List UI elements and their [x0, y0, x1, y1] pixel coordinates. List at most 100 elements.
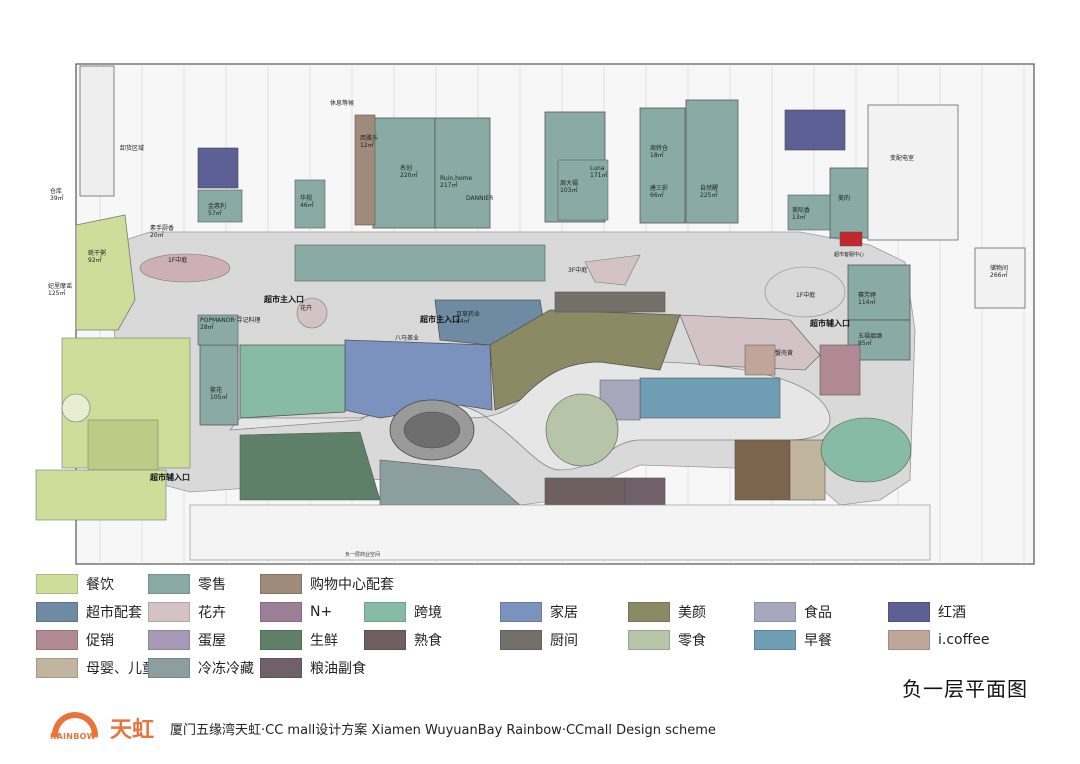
- legend-label: 食品: [804, 605, 832, 621]
- room-label: 五福烟酒: [858, 332, 882, 340]
- label-atrium-2: 3F中庭: [568, 266, 587, 274]
- logo-brand-cn: 天虹: [110, 718, 155, 743]
- room-label: 名创: [400, 164, 412, 172]
- kiosks-atrium: [294, 244, 546, 282]
- room-label: 华视: [300, 194, 312, 202]
- legend-label: N+: [310, 604, 333, 620]
- zone-promo: [819, 344, 861, 396]
- zone-fresh: [239, 431, 381, 501]
- legend-item: 购物中心配套: [260, 574, 394, 594]
- legend-item: 蛋屋: [148, 630, 226, 650]
- legend-item: 促销: [36, 630, 114, 650]
- legend-label: 跨境: [414, 605, 442, 621]
- legend-label: 家居: [550, 605, 578, 621]
- shop-meide: [829, 167, 871, 239]
- room-area: 46㎡: [300, 201, 314, 209]
- footer-description: 厦门五缘湾天虹·CC mall设计方案 Xiamen WuyuanBay Rai…: [170, 722, 716, 738]
- legend-item: 跨境: [364, 602, 442, 622]
- legend-label: 早餐: [804, 633, 832, 649]
- zone-food-2: [87, 419, 159, 471]
- room-area: 66㎡: [650, 191, 664, 199]
- room-label: 自然醒: [700, 184, 718, 192]
- zone-specialty: [734, 439, 791, 501]
- legend-item: 粮油副食: [260, 658, 366, 678]
- room-label: 蚝干粥: [88, 249, 106, 257]
- legend-label: 零食: [678, 633, 706, 649]
- legend-label: 购物中心配套: [310, 577, 394, 593]
- room-label: 周转仓: [650, 144, 668, 152]
- room-label: 繁花: [210, 386, 222, 394]
- legend-label: 厨间: [550, 633, 578, 649]
- shop-tangsancai: [639, 107, 686, 224]
- shop-luna: [557, 159, 609, 221]
- room-area: 103㎡: [560, 186, 577, 194]
- legend-item: 熟食: [364, 630, 442, 650]
- room-area: 18㎡: [650, 151, 664, 159]
- label-atrium-3: 1F中庭: [796, 291, 815, 299]
- zone-beauty: [489, 309, 681, 411]
- legend-swatch: [364, 602, 406, 622]
- zone-flower-promo: [679, 314, 821, 371]
- plan-title: 负一层平面图: [902, 677, 1028, 701]
- zone-center-oval-inner: [403, 411, 461, 449]
- room-label: 美际香: [792, 206, 810, 214]
- legend-item: 红酒: [888, 602, 966, 622]
- label-main-entrance-2: 超市主入口: [419, 314, 460, 324]
- legend-swatch: [364, 630, 406, 650]
- label-main-entrance: 超市主入口: [263, 294, 304, 304]
- zone-crossborder: [239, 344, 346, 419]
- service-core: [354, 114, 376, 226]
- storage-room: [974, 247, 1026, 309]
- legend-swatch: [754, 602, 796, 622]
- legend-label: 红酒: [938, 605, 966, 621]
- zone-food-3: [35, 469, 167, 521]
- room-area: 92㎡: [88, 256, 102, 264]
- legend-item: 零售: [148, 574, 226, 594]
- atrium-3f: [584, 254, 641, 286]
- room-label: 妃里摩谣: [48, 282, 72, 290]
- room-label: Luna: [590, 165, 605, 172]
- legend-swatch: [628, 630, 670, 650]
- shop-jinhuili: [197, 189, 243, 223]
- zone-food-goods: [639, 377, 781, 419]
- flower-kiosk: [296, 297, 328, 329]
- legend-label: 美颜: [678, 605, 706, 621]
- legend-label: 蛋屋: [198, 633, 226, 649]
- legend-label: i.coffee: [938, 632, 990, 648]
- substation: [867, 104, 959, 241]
- room-area: 266㎡: [990, 271, 1007, 279]
- room-area: 13㎡: [792, 213, 806, 221]
- shop-fanhua: [199, 344, 239, 426]
- shop-popmanor: [197, 314, 239, 346]
- legend-label: 冷冻冷藏: [198, 661, 254, 677]
- room-area: 20㎡: [150, 231, 164, 239]
- legend-swatch: [260, 574, 302, 594]
- zone-coffee-round: [820, 417, 912, 483]
- legend-label: 餐饮: [86, 577, 114, 593]
- room-label: 变配电室: [890, 154, 914, 162]
- legend-item: i.coffee: [888, 630, 989, 650]
- legend-swatch: [260, 658, 302, 678]
- legend-label: 生鲜: [310, 633, 338, 649]
- legend-label: 母婴、儿童: [86, 661, 156, 677]
- shop-zirancing: [685, 99, 739, 224]
- legend-item: 超市配套: [36, 602, 142, 622]
- room-area: 114㎡: [858, 298, 875, 306]
- room-area: 217㎡: [440, 181, 457, 189]
- room-area: 171㎡: [590, 171, 607, 179]
- legend-item: 冷冻冷藏: [148, 658, 254, 678]
- room-label: 金惠利: [208, 202, 226, 210]
- logo-brand-en: RAINBOW: [50, 732, 96, 741]
- room-label: 百草药业: [456, 310, 480, 318]
- zone-kids: [789, 439, 826, 501]
- legend-item: 零食: [628, 630, 706, 650]
- legend-item: 食品: [754, 602, 832, 622]
- shop-ruinhome: [434, 117, 491, 229]
- room-area: 225㎡: [700, 191, 717, 199]
- zone-service-center: [839, 231, 863, 247]
- legend-label: 粮油副食: [310, 661, 366, 677]
- room-label: 蟹壳黄: [775, 349, 793, 357]
- legend-item: 餐饮: [36, 574, 114, 594]
- round-seating: [61, 393, 91, 423]
